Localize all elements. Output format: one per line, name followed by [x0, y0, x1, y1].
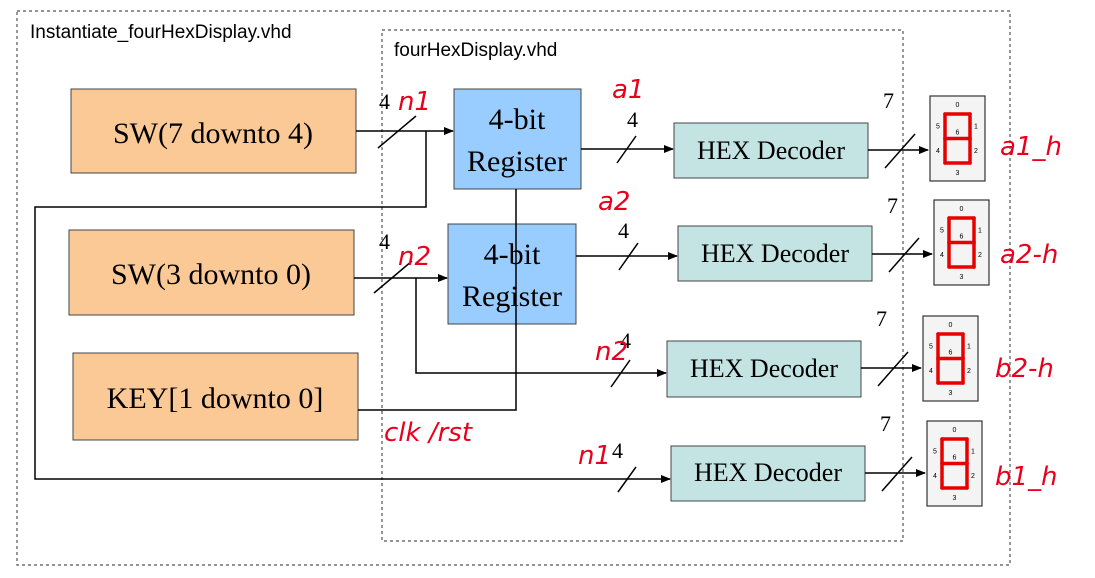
outer-frame — [16, 10, 1011, 566]
segment-number: 6 — [956, 130, 960, 137]
register-label-line1: 4-bit — [484, 238, 541, 271]
bus-slash — [373, 260, 413, 294]
input-block-key: KEY[1 downto 0] — [72, 352, 359, 441]
decoder-label: HEX Decoder — [697, 136, 845, 165]
input-label: SW(7 downto 4) — [113, 117, 313, 150]
register-label-line2: Register — [467, 145, 567, 178]
bus-slash — [877, 351, 909, 387]
annotation-a1: a1 — [612, 75, 644, 105]
annotation-a2: a2 — [598, 187, 630, 217]
outer-frame-title: Instantiate_fourHexDisplay.vhd — [30, 22, 292, 43]
bus-width-dec4-in: 4 — [612, 438, 623, 463]
segment-number: 4 — [929, 368, 933, 375]
decoder-label: HEX Decoder — [690, 354, 838, 383]
wires — [34, 115, 933, 493]
bus-slash — [881, 456, 913, 492]
input-block-sw-lo: SW(3 downto 0) — [68, 229, 355, 316]
bus-slash — [617, 466, 637, 493]
input-label: SW(3 downto 0) — [111, 258, 311, 291]
segment-number: 2 — [974, 148, 978, 155]
segment-number: 0 — [960, 206, 964, 213]
segment-number: 1 — [967, 343, 971, 350]
wire-n1-to-decoder4 — [34, 131, 671, 483]
segment-number: 2 — [967, 368, 971, 375]
register-block-1: 4-bit Register — [453, 88, 582, 190]
hex-decoder-3: HEX Decoder — [666, 340, 862, 398]
bus-width-dec3-out: 7 — [876, 306, 887, 331]
decoder-label: HEX Decoder — [694, 458, 842, 487]
annotation-clk-rst: clk /rst — [384, 418, 473, 448]
segment-number: 5 — [940, 227, 944, 234]
wire-n2-to-decoder3 — [415, 278, 667, 377]
segment-number: 6 — [960, 234, 964, 241]
register-label-line2: Register — [462, 280, 562, 313]
bus-width-dec2-in: 4 — [618, 218, 629, 243]
bus-width-sw-hi: 4 — [379, 89, 390, 114]
segment-number: 6 — [949, 350, 953, 357]
bus-slash — [888, 237, 920, 273]
bus-slash — [610, 359, 631, 388]
hex-decoder-2: HEX Decoder — [677, 225, 873, 282]
annotation-n2-b: n2 — [595, 337, 628, 367]
segment-number: 1 — [974, 123, 978, 130]
annotation-out-4: b1_h — [995, 462, 1058, 492]
segment-number: 1 — [978, 227, 982, 234]
segment-number: 0 — [953, 427, 957, 434]
seven-segment-display: 0 1 2 3 4 5 6 — [929, 95, 986, 182]
bus-slash — [616, 135, 637, 164]
bus-width-dec1-in: 4 — [627, 107, 638, 132]
input-label: KEY[1 downto 0] — [107, 382, 324, 415]
bus-slash — [618, 242, 639, 271]
decoder-label: HEX Decoder — [701, 239, 849, 268]
annotation-out-3: b2-h — [995, 354, 1054, 384]
bus-slash — [884, 133, 916, 169]
annotation-out-1: a1_h — [1000, 132, 1062, 162]
segment-number: 4 — [933, 473, 937, 480]
segment-number: 5 — [929, 343, 933, 350]
inner-frame-title: fourHexDisplay.vhd — [394, 40, 557, 61]
bus-width-dec4-out: 7 — [880, 411, 891, 436]
annotation-out-2: a2-h — [1000, 240, 1058, 270]
annotation-n1-b: n1 — [578, 441, 611, 471]
bus-width-dec2-out: 7 — [887, 193, 898, 218]
input-block-sw-hi: SW(7 downto 4) — [70, 88, 357, 174]
seven-segment-display: 0 1 2 3 4 5 6 — [926, 420, 983, 507]
bus-width-dec1-out: 7 — [883, 88, 894, 113]
bus-width-sw-lo: 4 — [379, 229, 390, 254]
handwritten-annotations: n1 n2 a1 a2 n2 n1 clk /rst a1_h a2-h b2-… — [384, 75, 1062, 492]
register-label-line1: 4-bit — [489, 103, 546, 136]
seven-segment-display: 0 1 2 3 4 5 6 — [922, 315, 979, 402]
hex-decoder-1: HEX Decoder — [673, 122, 869, 179]
segment-number: 1 — [971, 448, 975, 455]
segment-number: 3 — [949, 390, 953, 397]
bus-width-dec3-in: 4 — [620, 328, 631, 353]
segment-number: 6 — [953, 455, 957, 462]
segment-number: 4 — [940, 252, 944, 259]
annotation-n2: n2 — [398, 242, 431, 272]
hex-decoder-4: HEX Decoder — [670, 445, 866, 502]
segment-number: 3 — [953, 495, 957, 502]
seven-segment-display: 0 1 2 3 4 5 6 — [933, 199, 990, 286]
segment-number: 3 — [956, 170, 960, 177]
segment-number: 5 — [933, 448, 937, 455]
segment-number: 0 — [956, 102, 960, 109]
segment-number: 3 — [960, 274, 964, 281]
segment-number: 2 — [971, 473, 975, 480]
register-block-2: 4-bit Register — [447, 223, 577, 325]
segment-number: 0 — [949, 322, 953, 329]
segment-number: 4 — [936, 148, 940, 155]
segment-number: 2 — [978, 252, 982, 259]
bus-slash — [377, 115, 417, 149]
segment-number: 5 — [936, 123, 940, 130]
annotation-n1: n1 — [398, 87, 431, 117]
seven-segment-displays: 0 1 2 3 4 5 6 0 1 2 3 4 5 6 0 1 2 3 4 5 6 0 1 2 3 4 5 6 — [922, 95, 990, 507]
wire-clk-rst — [358, 189, 517, 411]
